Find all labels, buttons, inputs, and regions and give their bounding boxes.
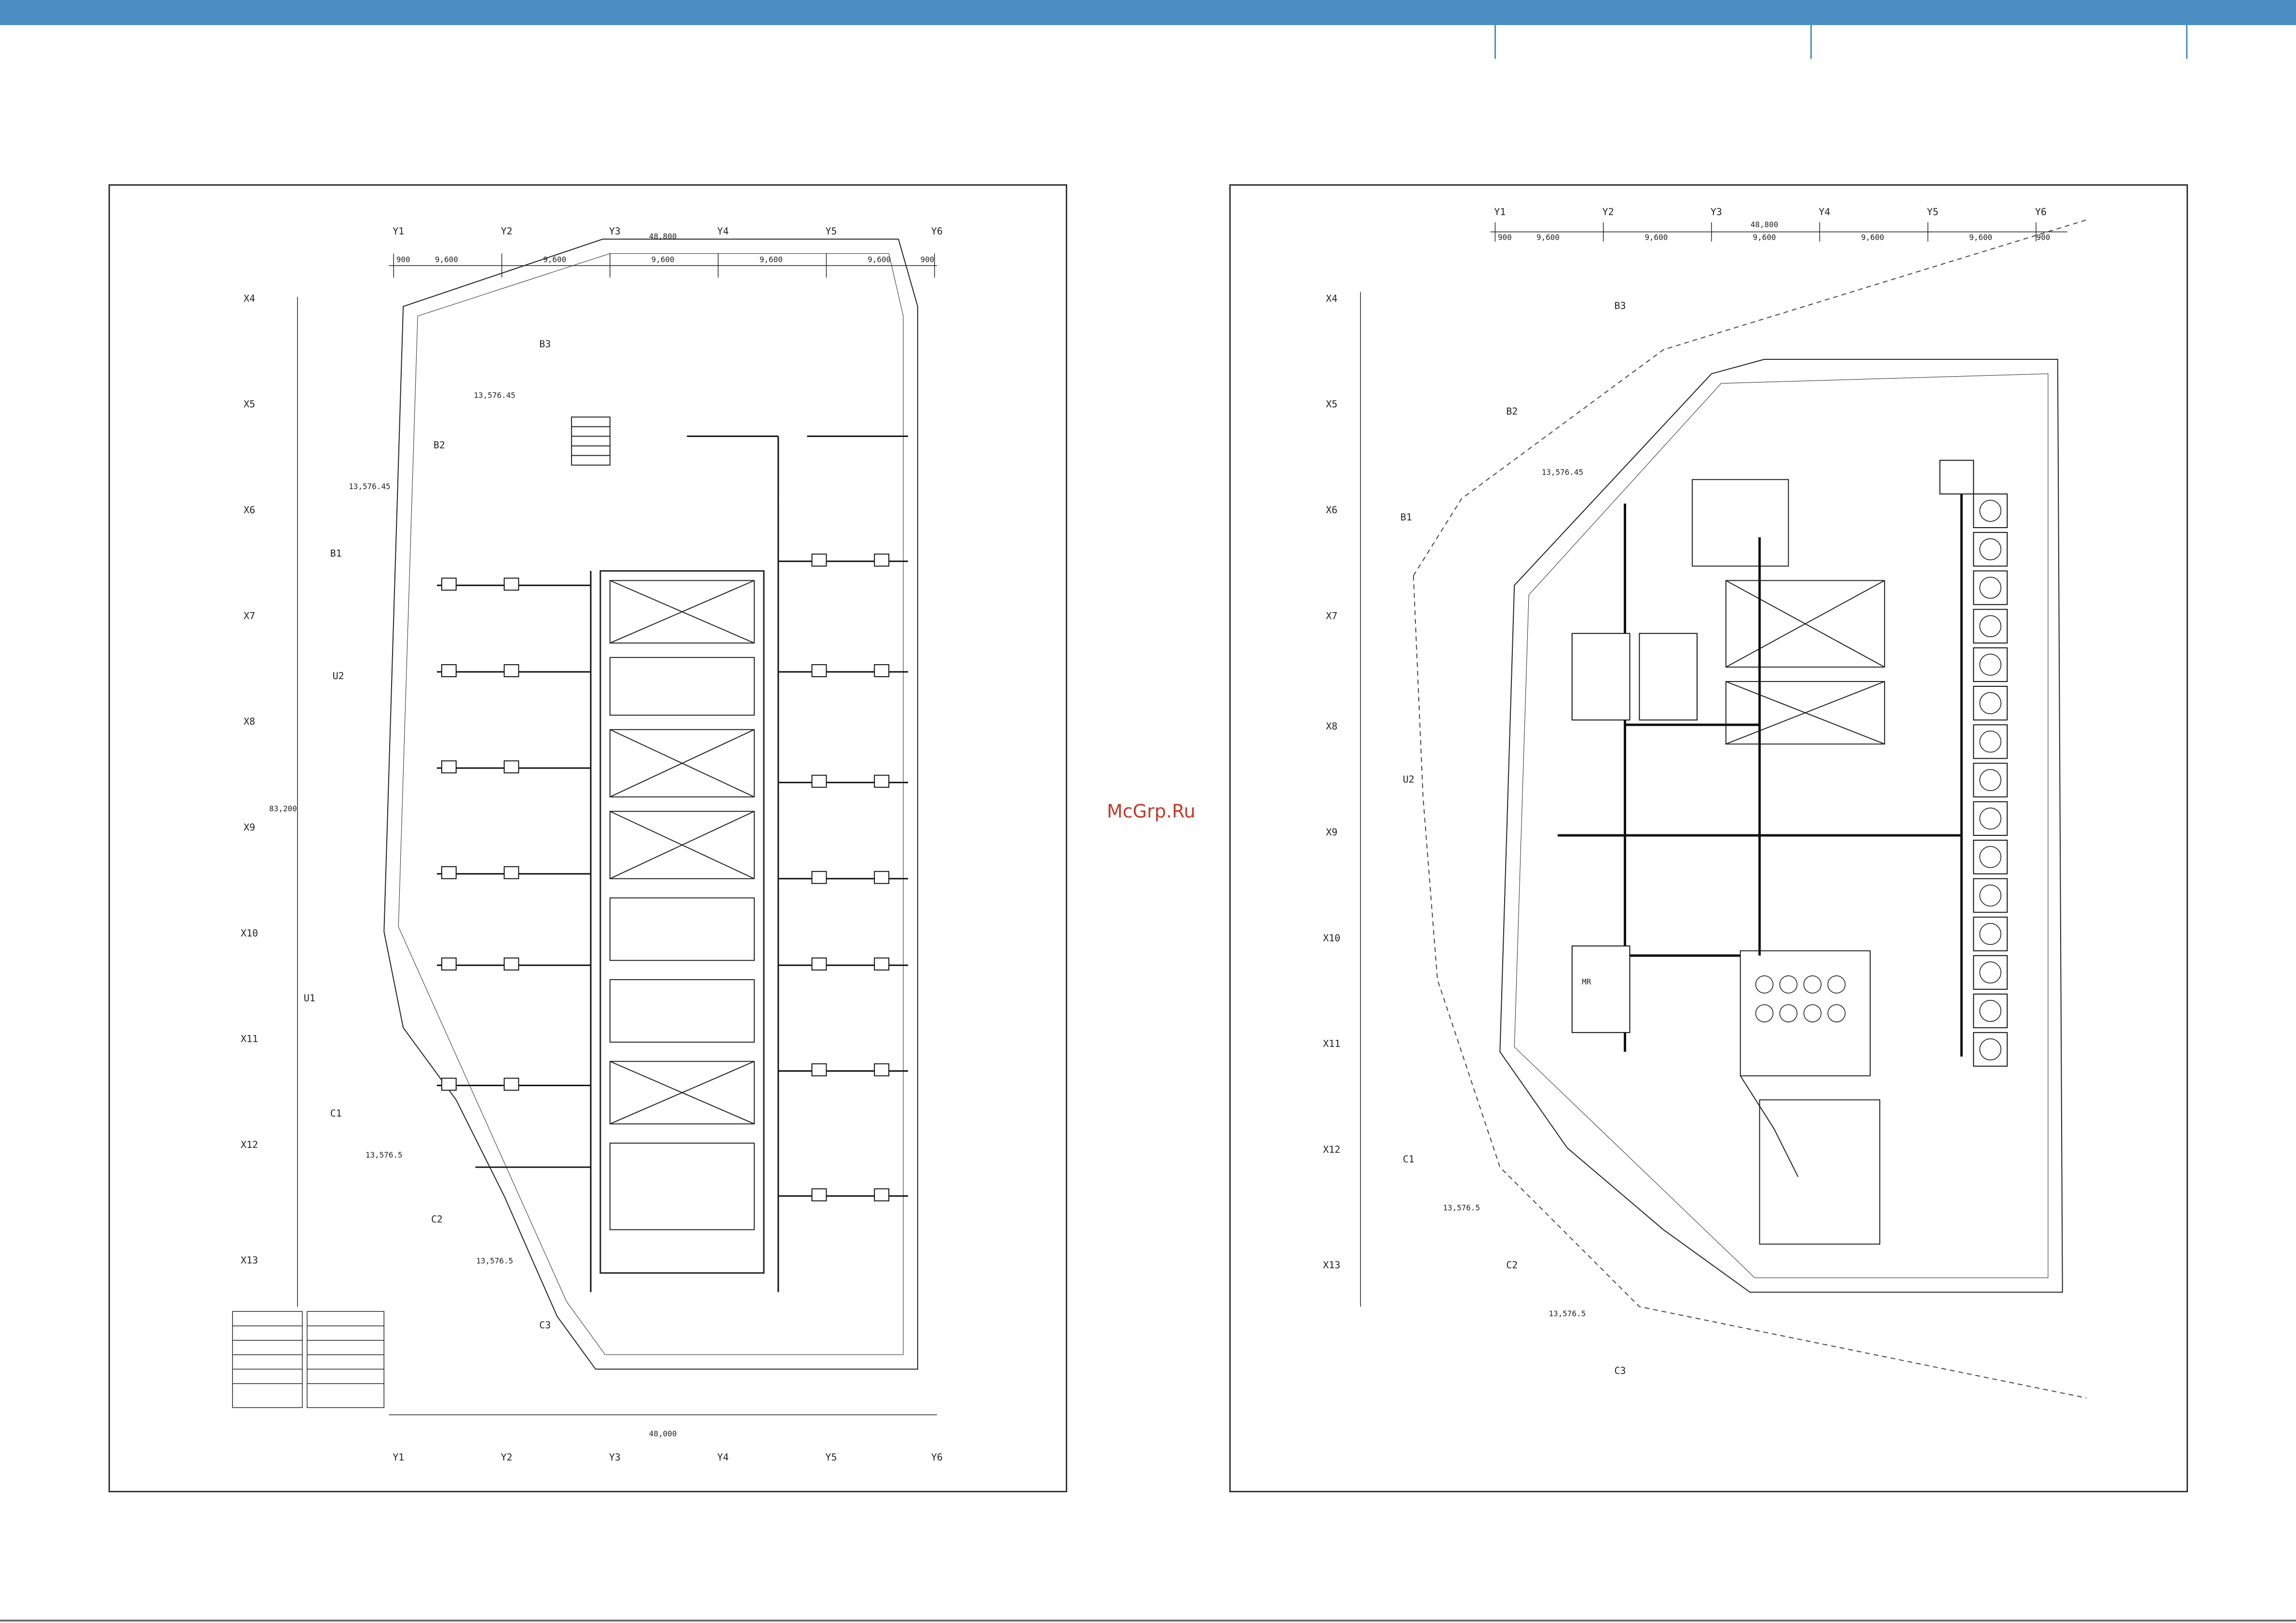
diagonal-grid-label: U2: [1403, 774, 1414, 785]
grid-row-label: X11: [1323, 1038, 1340, 1050]
grid-row-label: X13: [241, 1255, 258, 1266]
grid-row-label: X9: [244, 822, 255, 833]
dimension-end: 900: [396, 255, 410, 264]
grid-col-label: Y5: [825, 226, 837, 237]
diagonal-grid-label: U2: [333, 670, 344, 682]
dimension-diagonal: 13,576.5: [1549, 1309, 1586, 1318]
header-divider: [1810, 25, 1812, 59]
grid-col-label: Y4: [717, 1452, 729, 1463]
dimension-span: 9,600: [435, 255, 458, 264]
building-core: [599, 570, 765, 1274]
diagonal-grid-label: C1: [330, 1108, 342, 1119]
footer-rule: [0, 1620, 2296, 1622]
header-divider: [2186, 25, 2187, 59]
grid-col-label: Y3: [609, 1452, 621, 1463]
diffusers: [441, 553, 890, 1201]
diagonal-grid-label: B2: [434, 439, 445, 450]
dimension-end: 900: [920, 255, 934, 264]
grid-row-label: X8: [1326, 721, 1337, 732]
dimension-total-side: 83,200: [269, 804, 297, 813]
diagonal-grid-label: B2: [1506, 406, 1518, 417]
diagonal-grid-label: C1: [1403, 1154, 1414, 1165]
watermark: McGrp.Ru: [1107, 801, 1196, 822]
building-outline: [383, 238, 918, 1370]
dimension-diagonal: 13,576.5: [1443, 1203, 1480, 1213]
grid-col-label: Y2: [1603, 206, 1614, 218]
dimension-diagonal: 13,576.45: [349, 482, 390, 491]
grid-col-label: Y5: [1927, 206, 1939, 218]
grid-col-label: Y6: [2035, 206, 2047, 218]
diagonal-grid-label: C2: [1506, 1259, 1518, 1270]
grid-col-label: Y1: [393, 226, 404, 237]
dimension-end: 900: [1498, 233, 1512, 242]
grid-row-label: X7: [244, 610, 255, 621]
floor-plan-drawing-right: Y1 Y2 Y3 Y4 Y5 Y6 X4 X5 X6 X7 X8 X9 X10 …: [1323, 206, 2087, 1399]
dimension-span: 9,600: [1969, 233, 1992, 242]
dimension-diagonal: 13,576.45: [474, 391, 515, 400]
diagonal-grid-label: U1: [304, 993, 315, 1004]
dimension-span: 9,600: [1861, 233, 1884, 242]
grid-row-label: X4: [1326, 293, 1337, 304]
grid-col-label: Y4: [717, 226, 729, 237]
grid-row-label: X12: [241, 1139, 258, 1150]
grid-col-label: Y1: [1494, 206, 1506, 218]
dimension-total-top: 48,800: [1751, 220, 1779, 229]
diagonal-grid-label: B1: [330, 548, 342, 559]
diagonal-grid-label: B3: [1615, 300, 1626, 311]
dimension-diagonal: 13,576.5: [476, 1256, 513, 1265]
dimension-diagonal: 13,576.5: [366, 1150, 403, 1159]
grid-row-label: X8: [244, 716, 255, 727]
grid-row-label: X10: [1323, 932, 1340, 943]
grid-row-label: X6: [244, 505, 255, 516]
header-divider: [1494, 25, 1496, 59]
duct-network: [436, 436, 908, 1293]
grid-row-label: X9: [1326, 827, 1337, 838]
dimension-span: 9,600: [868, 255, 891, 264]
diagonal-grid-label: C3: [539, 1320, 551, 1331]
diagonal-grid-label: C2: [431, 1214, 443, 1225]
grid-row-label: X5: [244, 399, 255, 410]
dimension-end: 900: [2037, 233, 2051, 242]
legend-table: [232, 1311, 385, 1408]
building-outline: [1499, 359, 2063, 1293]
grid-row-label: X11: [241, 1034, 258, 1045]
grid-row-label: X4: [244, 293, 255, 304]
dimension-span: 9,600: [1644, 233, 1668, 242]
floor-plan-sheet-left: Y1 Y2 Y3 Y4 Y5 Y6 Y1 Y2 Y3 Y4 Y5 Y6 X4 X…: [109, 184, 1067, 1492]
diagonal-grid-label: B3: [539, 339, 551, 350]
grid-row-label: X10: [241, 927, 258, 939]
dimension-total-top: 48,800: [649, 232, 677, 241]
header-bar: [0, 0, 2296, 25]
room-label: MR: [1582, 977, 1591, 986]
floor-plan-drawing-left: Y1 Y2 Y3 Y4 Y5 Y6 Y1 Y2 Y3 Y4 Y5 Y6 X4 X…: [232, 226, 943, 1463]
grid-row-label: X7: [1326, 610, 1337, 621]
dimension-span: 9,600: [1753, 233, 1776, 242]
floor-plan-sheet-right: Y1 Y2 Y3 Y4 Y5 Y6 X4 X5 X6 X7 X8 X9 X10 …: [1229, 184, 2188, 1492]
grid-row-label: X13: [1323, 1259, 1340, 1270]
dimension-span: 9,600: [1536, 233, 1560, 242]
dimension-span: 9,600: [543, 255, 566, 264]
diagonal-grid-label: C3: [1615, 1365, 1626, 1377]
grid-row-label: X6: [1326, 505, 1337, 516]
grid-col-label: Y5: [825, 1452, 837, 1463]
grid-row-label: X12: [1323, 1144, 1340, 1155]
grid-row-label: X5: [1326, 399, 1337, 410]
grid-col-label: Y2: [501, 226, 513, 237]
dimension-span: 9,600: [760, 255, 783, 264]
air-handling-units: [1571, 460, 2008, 1067]
grid-col-label: Y2: [501, 1452, 513, 1463]
grid-col-label: Y6: [931, 226, 943, 237]
dimension-span: 9,600: [652, 255, 675, 264]
grid-col-label: Y4: [1819, 206, 1830, 218]
grid-col-label: Y1: [393, 1452, 404, 1463]
dimension-total-bottom: 48,000: [649, 1429, 677, 1438]
grid-col-label: Y6: [931, 1452, 943, 1463]
grid-col-label: Y3: [1711, 206, 1722, 218]
diagonal-grid-label: B1: [1400, 512, 1412, 523]
grid-col-label: Y3: [609, 226, 621, 237]
dimension-diagonal: 13,576.45: [1542, 467, 1583, 477]
